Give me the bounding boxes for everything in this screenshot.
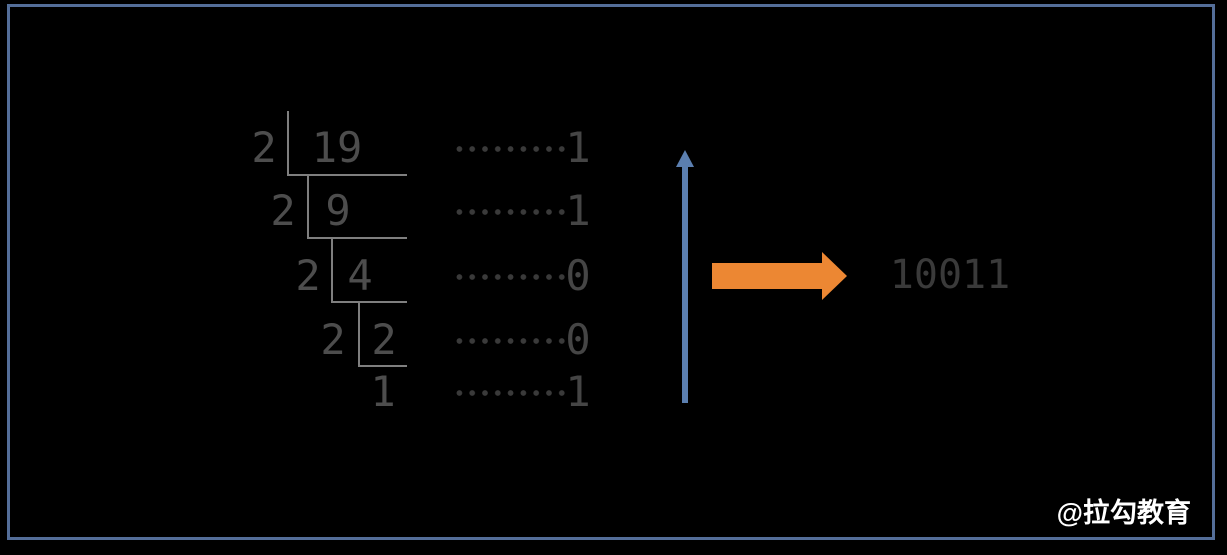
right-arrow-body xyxy=(712,263,822,289)
divisor: 2 xyxy=(320,315,346,365)
dotted-leader xyxy=(453,270,568,284)
binary-result: 10011 xyxy=(889,252,1011,299)
up-arrow-shaft xyxy=(682,166,688,403)
dividend: 2 xyxy=(371,315,397,365)
watermark: @拉勾教育 xyxy=(1056,498,1191,528)
ladder-line xyxy=(287,111,289,176)
divisor: 2 xyxy=(295,251,321,301)
slide-border xyxy=(7,4,1215,540)
ladder-line xyxy=(331,301,407,303)
up-arrow-head xyxy=(676,150,694,167)
remainder: 1 xyxy=(565,186,591,236)
right-arrow-head xyxy=(822,252,847,300)
ladder-line xyxy=(358,301,360,367)
dotted-leader xyxy=(453,142,568,156)
divisor: 2 xyxy=(270,186,296,236)
dotted-leader xyxy=(453,334,568,348)
ladder-line xyxy=(307,174,309,239)
dotted-leader xyxy=(453,205,568,219)
ladder-line xyxy=(331,237,333,303)
dotted-leader xyxy=(453,386,568,400)
dividend: 4 xyxy=(347,251,373,301)
remainder: 0 xyxy=(565,315,591,365)
remainder: 1 xyxy=(565,123,591,173)
ladder-line xyxy=(358,365,407,367)
dividend: 19 xyxy=(311,123,363,173)
dividend: 9 xyxy=(325,186,351,236)
ladder-line xyxy=(307,237,407,239)
remainder: 1 xyxy=(565,367,591,417)
remainder: 0 xyxy=(565,251,591,301)
ladder-line xyxy=(287,174,407,176)
final-quotient: 1 xyxy=(370,367,396,417)
divisor: 2 xyxy=(251,123,277,173)
